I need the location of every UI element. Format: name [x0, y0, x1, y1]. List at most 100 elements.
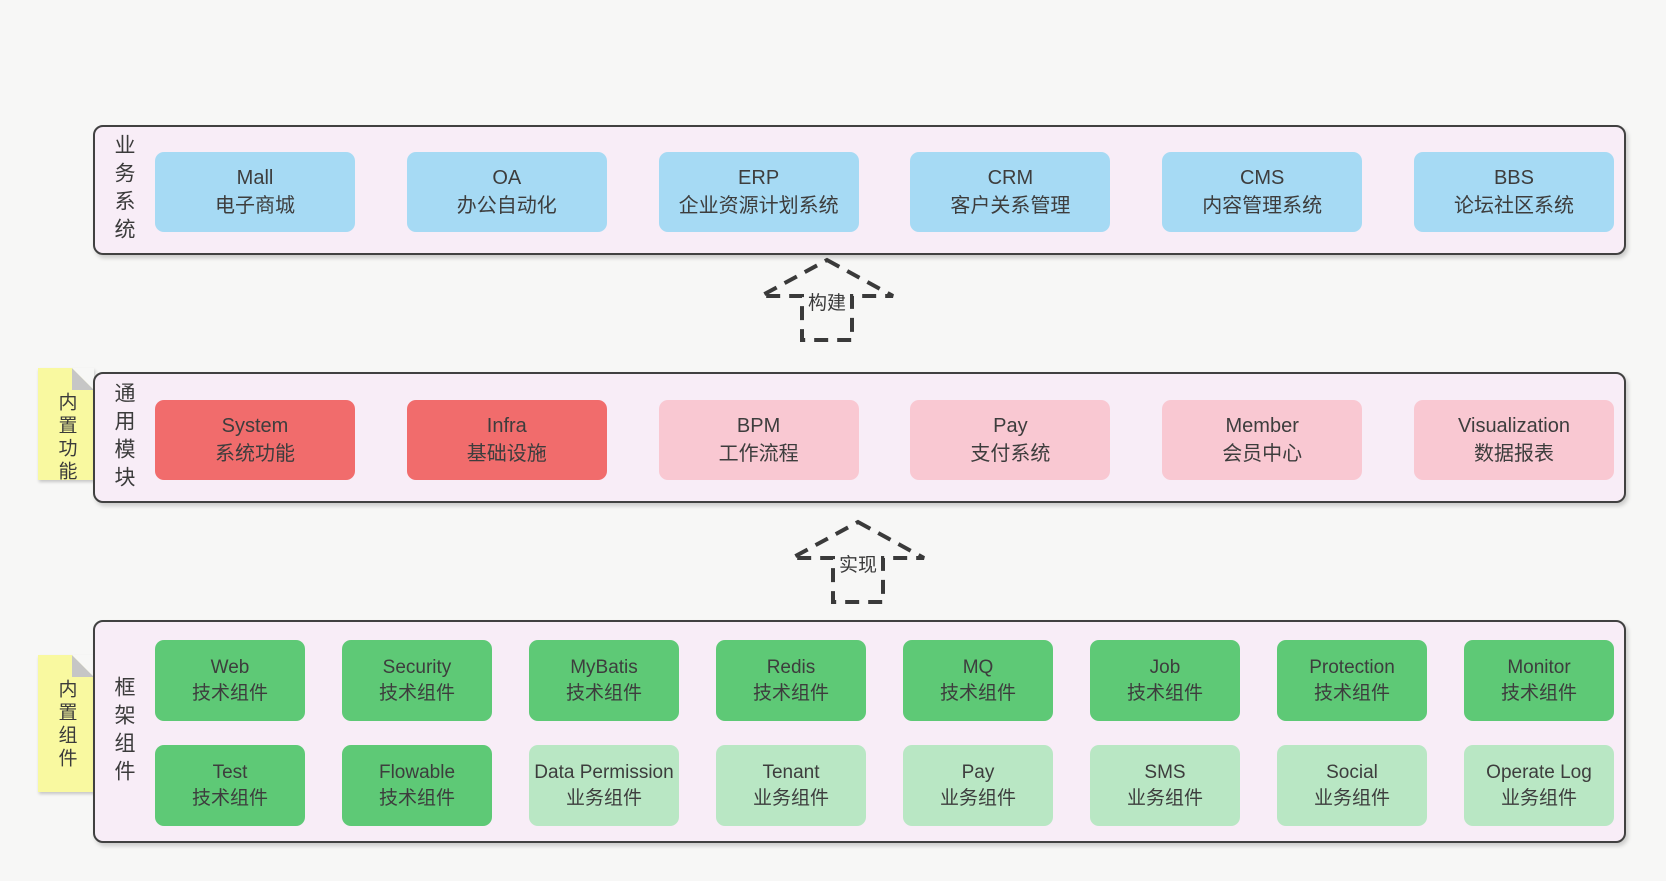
box-subtitle: 技术组件 — [1500, 682, 1577, 704]
module-box-monitor: Monitor 技术组件 — [1464, 640, 1614, 721]
module-box-mall: Mall 电子商城 — [155, 152, 355, 232]
module-box-visualization: Visualization 数据报表 — [1413, 400, 1614, 480]
box-title: MQ — [962, 656, 994, 678]
box-title: CMS — [1239, 167, 1285, 189]
box-subtitle: 论坛社区系统 — [1453, 195, 1574, 217]
sticky-note-builtin-components: 内置组件 — [38, 655, 94, 792]
box-title: Redis — [766, 656, 816, 678]
box-title: CRM — [987, 167, 1034, 189]
layer-business-systems: 业务系统 Mall 电子商城 OA 办公自动化 ERP 企业资源计划系统 CRM 客户关系管理… — [93, 125, 1626, 255]
box-title: Web — [210, 656, 250, 678]
module-box-test: Test 技术组件 — [155, 745, 305, 826]
box-subtitle: 技术组件 — [1313, 682, 1390, 704]
layer-label-framework-components: 框架组件 — [112, 675, 135, 788]
box-subtitle: 工作流程 — [718, 443, 799, 465]
box-title: Test — [212, 761, 248, 783]
box-subtitle: 办公自动化 — [456, 195, 557, 217]
box-title: Security — [382, 656, 452, 678]
module-box-crm: CRM 客户关系管理 — [910, 152, 1111, 232]
box-subtitle: 企业资源计划系统 — [678, 195, 839, 217]
module-box-mybatis: MyBatis 技术组件 — [529, 640, 679, 721]
layer-common-modules: 通用模块 System 系统功能 Infra 基础设施 BPM 工作流程 Pay 支付系统 Me… — [93, 372, 1626, 503]
note-text: 内置组件 — [55, 679, 77, 771]
sticky-note-builtin-features: 内置功能 — [38, 368, 94, 484]
module-box-bpm: BPM 工作流程 — [658, 400, 859, 480]
box-title: Pay — [961, 761, 995, 783]
box-title: Job — [1149, 656, 1181, 678]
module-box-cms: CMS 内容管理系统 — [1162, 152, 1363, 232]
up-arrow-icon — [791, 519, 925, 604]
box-title: Flowable — [378, 761, 456, 783]
box-title: Monitor — [1507, 656, 1571, 678]
box-subtitle: 数据报表 — [1473, 443, 1554, 465]
box-subtitle: 支付系统 — [970, 443, 1051, 465]
layer-label-business-systems: 业务系统 — [112, 134, 135, 246]
module-box-pay: Pay 业务组件 — [903, 745, 1053, 826]
module-box-mq: MQ 技术组件 — [903, 640, 1053, 721]
modules-boxes-row: System 系统功能 Infra 基础设施 BPM 工作流程 Pay 支付系统 Member 会… — [155, 400, 1614, 480]
box-title: Tenant — [762, 761, 820, 783]
box-title: SMS — [1144, 761, 1186, 783]
module-box-security: Security 技术组件 — [342, 640, 492, 721]
module-box-operate-log: Operate Log 业务组件 — [1464, 745, 1614, 826]
module-box-flowable: Flowable 技术组件 — [342, 745, 492, 826]
box-title: Pay — [993, 415, 1028, 437]
box-subtitle: 技术组件 — [1126, 682, 1203, 704]
box-title: Mall — [236, 167, 274, 189]
box-subtitle: 客户关系管理 — [950, 195, 1071, 217]
box-subtitle: 业务组件 — [939, 787, 1016, 809]
box-title: Data Permission — [534, 761, 674, 783]
module-box-tenant: Tenant 业务组件 — [716, 745, 866, 826]
box-title: BPM — [736, 415, 781, 437]
module-box-pay: Pay 支付系统 — [910, 400, 1111, 480]
module-box-infra: Infra 基础设施 — [406, 400, 607, 480]
box-subtitle: 技术组件 — [565, 682, 642, 704]
box-title: MyBatis — [570, 656, 638, 678]
up-arrow-icon — [760, 257, 894, 342]
box-subtitle: 技术组件 — [752, 682, 829, 704]
box-title: Infra — [486, 415, 527, 437]
module-box-job: Job 技术组件 — [1090, 640, 1240, 721]
box-title: Operate Log — [1486, 761, 1592, 783]
box-subtitle: 技术组件 — [378, 682, 455, 704]
business-boxes-row: Mall 电子商城 OA 办公自动化 ERP 企业资源计划系统 CRM 客户关系管理 CMS 内容… — [155, 152, 1614, 232]
box-subtitle: 技术组件 — [939, 682, 1016, 704]
box-subtitle: 业务组件 — [752, 787, 829, 809]
box-subtitle: 技术组件 — [191, 682, 268, 704]
module-box-data-permission: Data Permission 业务组件 — [529, 745, 679, 826]
box-title: System — [221, 415, 289, 437]
box-subtitle: 内容管理系统 — [1202, 195, 1323, 217]
module-box-oa: OA 办公自动化 — [406, 152, 607, 232]
module-box-system: System 系统功能 — [155, 400, 355, 480]
box-subtitle: 电子商城 — [215, 195, 295, 217]
arrow-build: 构建 — [757, 256, 897, 344]
box-subtitle: 技术组件 — [191, 787, 268, 809]
module-box-bbs: BBS 论坛社区系统 — [1413, 152, 1614, 232]
box-title: Visualization — [1458, 415, 1570, 437]
box-subtitle: 系统功能 — [215, 443, 295, 465]
arrow-label: 实现 — [835, 550, 881, 577]
box-title: Member — [1225, 415, 1299, 437]
box-subtitle: 业务组件 — [565, 787, 642, 809]
box-subtitle: 技术组件 — [378, 787, 455, 809]
note-text: 内置功能 — [55, 392, 77, 484]
box-title: ERP — [738, 167, 780, 189]
box-title: OA — [492, 167, 522, 189]
box-subtitle: 业务组件 — [1500, 787, 1577, 809]
module-box-erp: ERP 企业资源计划系统 — [658, 152, 859, 232]
arrow-implement: 实现 — [788, 518, 928, 606]
module-box-web: Web 技术组件 — [155, 640, 305, 721]
box-title: BBS — [1493, 167, 1534, 189]
module-box-redis: Redis 技术组件 — [716, 640, 866, 721]
box-subtitle: 基础设施 — [466, 443, 547, 465]
box-title: Social — [1326, 761, 1378, 783]
module-box-member: Member 会员中心 — [1162, 400, 1363, 480]
box-subtitle: 会员中心 — [1222, 443, 1303, 465]
layer-label-common-modules: 通用模块 — [112, 381, 135, 494]
